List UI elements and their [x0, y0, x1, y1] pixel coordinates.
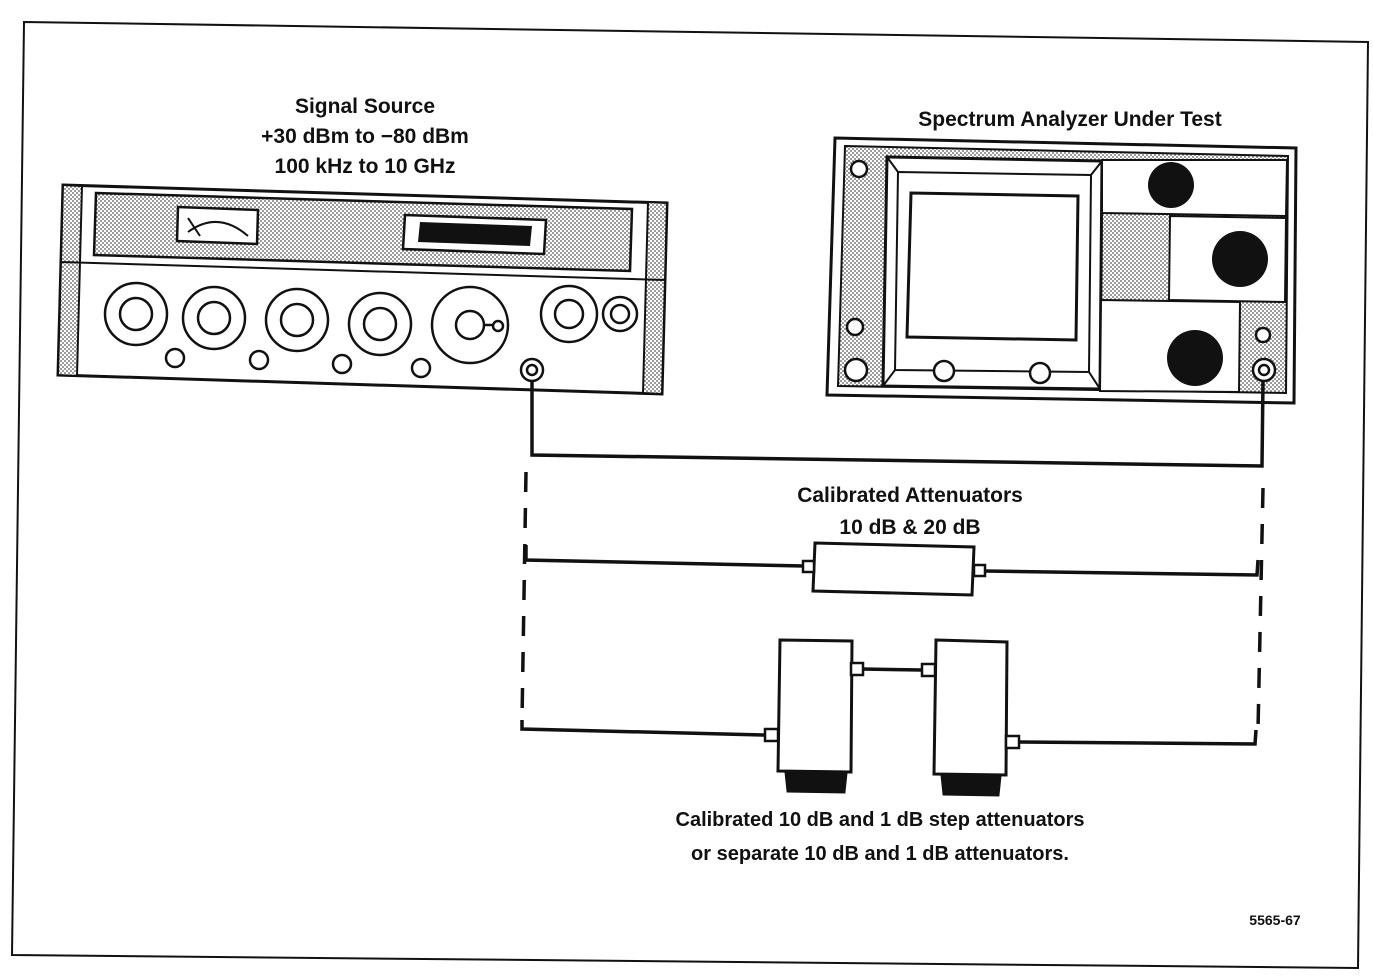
alternate-dashed-paths — [520, 471, 1265, 731]
step-attenuator-label: Calibrated 10 dB and 1 dB step attenuato… — [560, 803, 1200, 871]
source-knob-5-icon[interactable] — [539, 284, 599, 344]
step-attenuator-line-2: or separate 10 dB and 1 dB attenuators. — [691, 843, 1069, 865]
signal-source-freq-range: 100 kHz to 10 GHz — [274, 155, 456, 178]
analyzer-knob-2-icon[interactable] — [1212, 231, 1268, 287]
source-frequency-dial-icon[interactable] — [430, 285, 510, 365]
source-knob-1-icon[interactable] — [103, 281, 169, 347]
step-attenuator-line-1: Calibrated 10 dB and 1 dB step attenuato… — [675, 809, 1085, 831]
analyzer-small-buttons[interactable] — [843, 159, 1272, 385]
figure-border — [10, 20, 1370, 970]
source-knob-3-icon[interactable] — [264, 287, 330, 353]
signal-source-label: Signal Source +30 dBm to −80 dBm 100 kHz… — [200, 92, 530, 182]
right-handle — [641, 200, 669, 396]
frequency-readout — [401, 213, 548, 256]
analyzer-title: Spectrum Analyzer Under Test — [918, 108, 1222, 131]
analyzer-knob-3-icon[interactable] — [1167, 330, 1223, 386]
source-small-buttons[interactable] — [164, 347, 432, 379]
fixed-attenuator-path — [524, 545, 1260, 577]
source-rf-output-connector-icon[interactable] — [519, 357, 545, 383]
step-attenuator-10db-icon — [763, 638, 865, 794]
level-meter-icon — [175, 205, 260, 246]
signal-source-power-range: +30 dBm to −80 dBm — [261, 125, 469, 148]
crt-screen — [905, 191, 1080, 342]
left-handle — [56, 183, 84, 378]
analyzer-rf-input-connector-icon[interactable] — [1251, 357, 1277, 383]
direct-cable — [530, 379, 1265, 468]
step-attenuator-path — [520, 667, 1258, 746]
fixed-attenuator-label: Calibrated Attenuators 10 dB & 20 dB — [700, 480, 1120, 544]
analyzer-label: Spectrum Analyzer Under Test — [860, 105, 1280, 135]
source-knob-2-icon[interactable] — [181, 285, 247, 351]
signal-source-title: Signal Source — [294, 95, 436, 118]
fixed-attenuator-values: 10 dB & 20 dB — [839, 516, 981, 539]
source-knob-4-icon[interactable] — [347, 291, 413, 357]
step-attenuator-1db-icon — [920, 638, 1021, 797]
fixed-attenuator-title: Calibrated Attenuators — [797, 484, 1023, 507]
analyzer-knob-1-icon[interactable] — [1148, 162, 1194, 208]
source-knob-6-icon[interactable] — [601, 295, 639, 333]
fixed-attenuator-icon — [801, 541, 987, 597]
figure-number: 5565-67 — [1249, 912, 1301, 928]
